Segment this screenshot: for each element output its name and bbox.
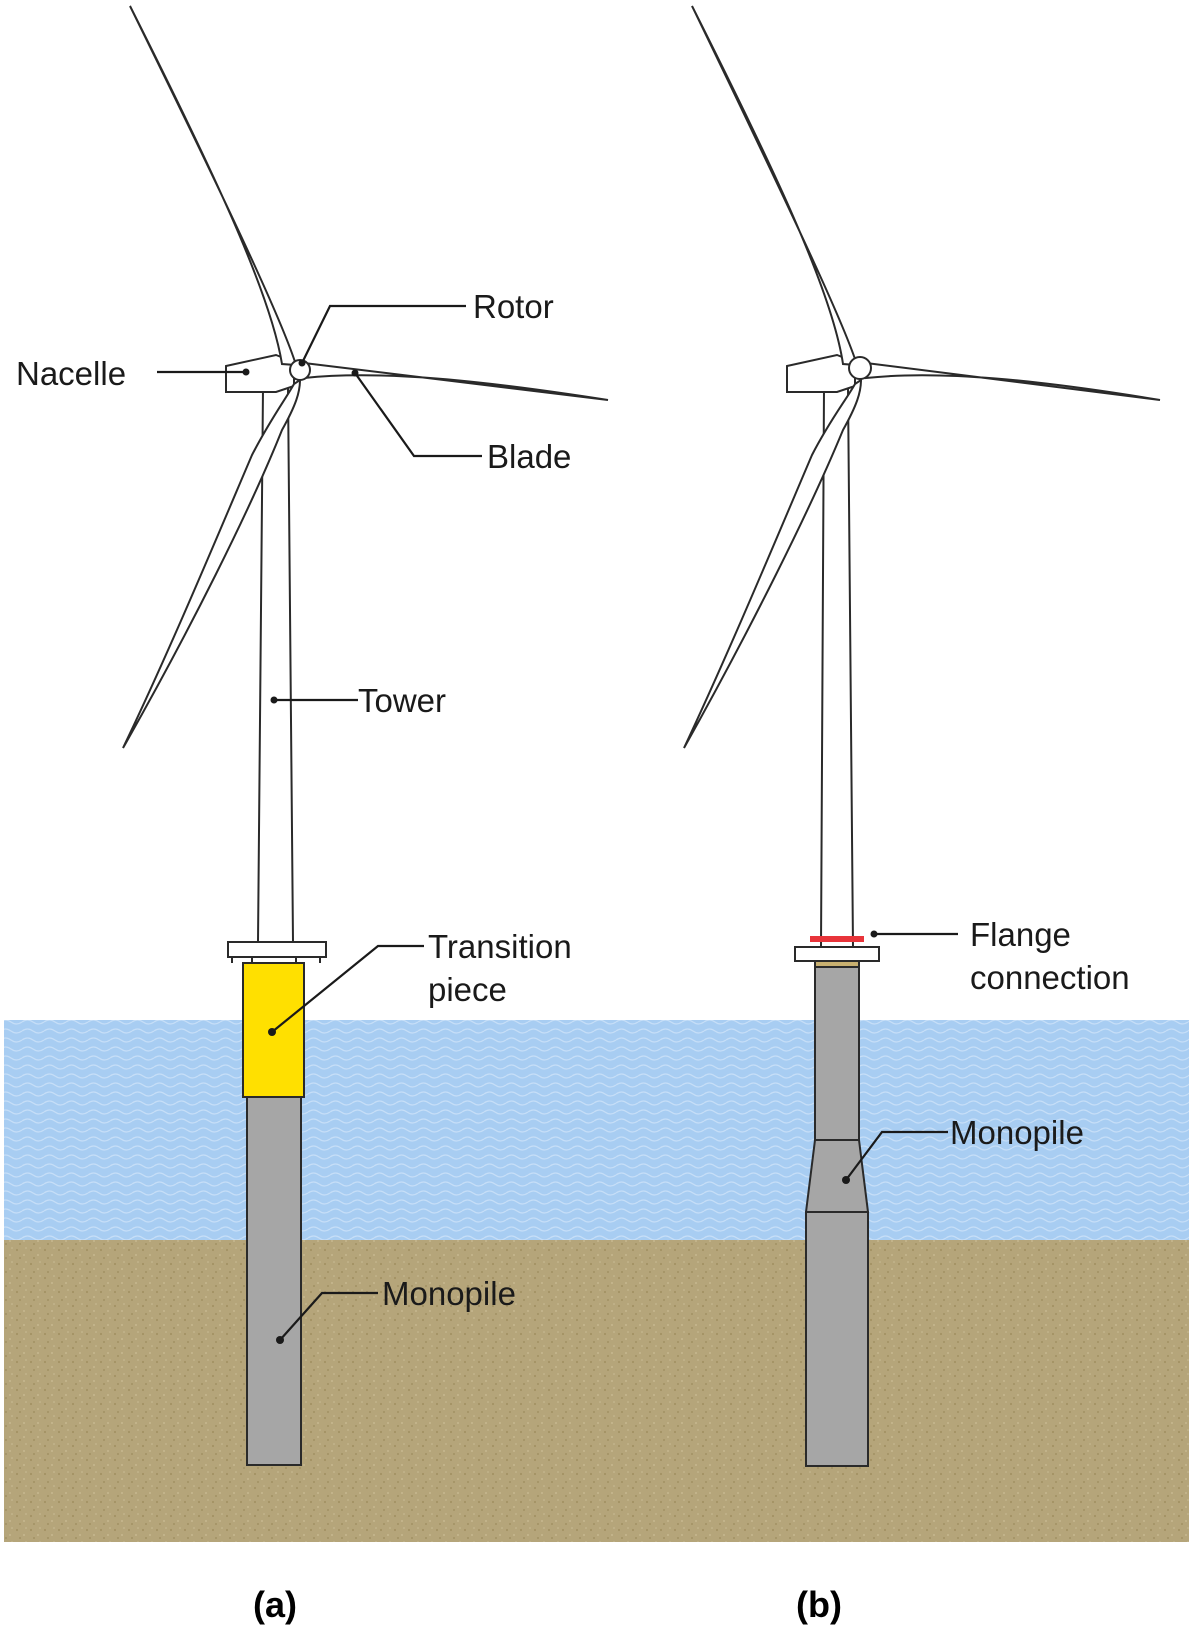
- blade-up-b: [691, 5, 859, 367]
- sea: [4, 1020, 1189, 1240]
- flange-ring-b: [814, 960, 860, 968]
- flange-plate-b: [794, 946, 880, 962]
- blade-right-a: [303, 361, 609, 401]
- transition-piece-label-line1: Transition: [428, 928, 572, 965]
- tower-flange-plate-a: [227, 941, 327, 958]
- blade-right-b: [865, 361, 1161, 401]
- rotor-hub-a: [289, 359, 311, 381]
- flange-connection-b: [810, 936, 864, 942]
- blade-up-a: [129, 5, 298, 367]
- transition-piece-label-line2: piece: [428, 971, 507, 1008]
- turbine-b: [683, 5, 1161, 1467]
- turbine-a: [122, 5, 609, 1466]
- monopile-b-annotation: Monopile: [842, 1114, 1084, 1184]
- monopile-b-upper: [814, 965, 860, 1141]
- monopile-b-cone: [804, 1139, 870, 1213]
- blade-down-a: [122, 378, 302, 749]
- flange-label-line2: connection: [970, 959, 1130, 996]
- transition-piece-annotation: Transition piece: [268, 928, 572, 1036]
- blade-annotation: Blade: [351, 369, 571, 475]
- tower-annotation: Tower: [270, 682, 446, 719]
- flange-annotation: Flange connection: [870, 916, 1130, 996]
- monopile-a-label: Monopile: [382, 1275, 516, 1312]
- monopile-a: [246, 1095, 302, 1466]
- blade-down-b: [683, 378, 863, 749]
- monopile-b-lower: [805, 1211, 869, 1467]
- rotor-hub-b: [848, 356, 872, 380]
- nacelle-label: Nacelle: [16, 355, 126, 392]
- monopile-b-label: Monopile: [950, 1114, 1084, 1151]
- rotor-annotation: Rotor: [298, 288, 554, 367]
- flange-label-line1: Flange: [970, 916, 1071, 953]
- nacelle-annotation: Nacelle: [16, 355, 250, 392]
- blade-label: Blade: [487, 438, 571, 475]
- monopile-a-annotation: Monopile: [276, 1275, 516, 1344]
- caption-a: (a): [253, 1584, 297, 1625]
- caption-b: (b): [796, 1584, 842, 1625]
- seabed: [4, 1240, 1189, 1542]
- tower-label: Tower: [358, 682, 446, 719]
- rotor-label: Rotor: [473, 288, 554, 325]
